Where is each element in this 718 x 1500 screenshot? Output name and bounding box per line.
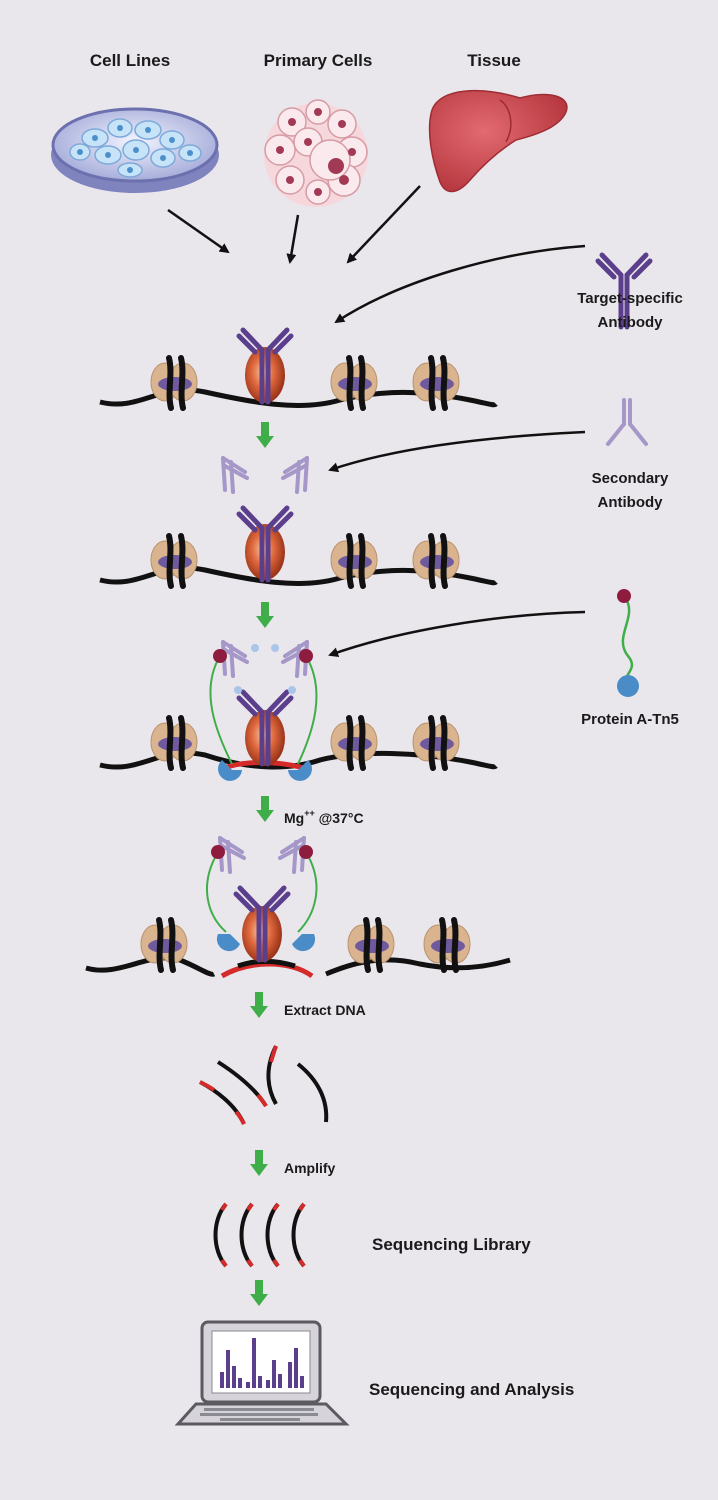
dna-fragments <box>199 1045 329 1125</box>
sequencing-library-label: Sequencing Library <box>372 1235 531 1254</box>
step-2-chromatin <box>99 456 498 586</box>
arrow-target-antibody <box>334 244 586 324</box>
sequencing-library-fragments <box>213 1202 306 1268</box>
secondary-antibody-label-line2: Antibody <box>598 494 664 511</box>
step-arrow-4 <box>250 992 268 1018</box>
extract-dna-label: Extract DNA <box>284 1002 366 1018</box>
arrow-tissue <box>346 185 421 264</box>
target-antibody-label-line1: Target-specific <box>577 290 683 307</box>
liver-icon <box>428 90 568 193</box>
protein-a-tn5-icon <box>617 589 639 697</box>
target-antibody-label-line2: Antibody <box>598 314 664 331</box>
step-arrow-1 <box>256 422 274 448</box>
arrow-primary-cells <box>286 214 300 264</box>
source-label-cell-lines: Cell Lines <box>90 51 170 70</box>
protein-a-tn5-label: Protein A-Tn5 <box>581 711 679 728</box>
laptop-icon <box>174 1320 350 1426</box>
step-3-chromatin <box>99 640 498 781</box>
secondary-antibody-label-line1: Secondary <box>592 470 669 487</box>
sequencing-analysis-label: Sequencing and Analysis <box>369 1380 574 1399</box>
source-label-primary-cells: Primary Cells <box>264 51 373 70</box>
step-arrow-3 <box>256 796 274 822</box>
step-4-chromatin <box>85 836 511 979</box>
arrow-protein-a-tn5 <box>328 610 586 658</box>
amplify-label: Amplify <box>284 1160 336 1176</box>
source-label-tissue: Tissue <box>467 51 521 70</box>
arrow-cell-lines <box>167 208 230 254</box>
step-arrow-5 <box>250 1150 268 1176</box>
step-1-chromatin <box>99 330 498 408</box>
cell-cluster-icon <box>264 99 368 207</box>
step-arrow-6 <box>250 1280 268 1306</box>
step-arrow-2 <box>256 602 274 628</box>
secondary-antibody-icon <box>606 398 648 446</box>
petri-dish-icon <box>51 107 219 193</box>
activation-label: Mg++ @37°C <box>284 808 364 826</box>
arrow-secondary-antibody <box>328 430 586 473</box>
